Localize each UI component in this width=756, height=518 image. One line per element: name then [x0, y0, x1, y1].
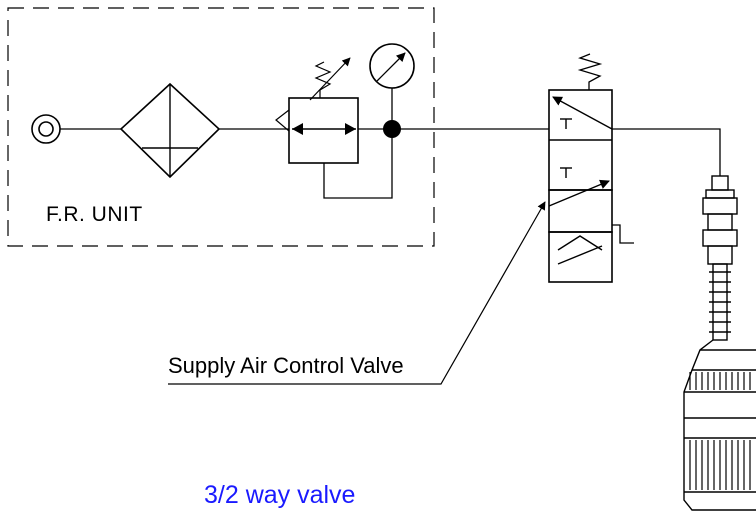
valve-output-line: [612, 128, 721, 176]
pressure-gauge-symbol: [369, 43, 415, 129]
air-source-symbol: [31, 114, 61, 144]
filter-symbol: [119, 82, 221, 179]
valve-leader-line: [168, 201, 546, 385]
knurling-pattern: [689, 372, 751, 490]
pneumatic-device: [683, 175, 756, 511]
valve-caption: 3/2 way valve: [204, 481, 356, 509]
fr-unit-label: F.R. UNIT: [46, 203, 143, 226]
fr-unit-boundary: [7, 7, 435, 247]
three-two-valve-symbol: [548, 53, 634, 283]
valve-leader-label: Supply Air Control Valve: [168, 353, 404, 378]
regulator-symbol: [275, 57, 393, 199]
